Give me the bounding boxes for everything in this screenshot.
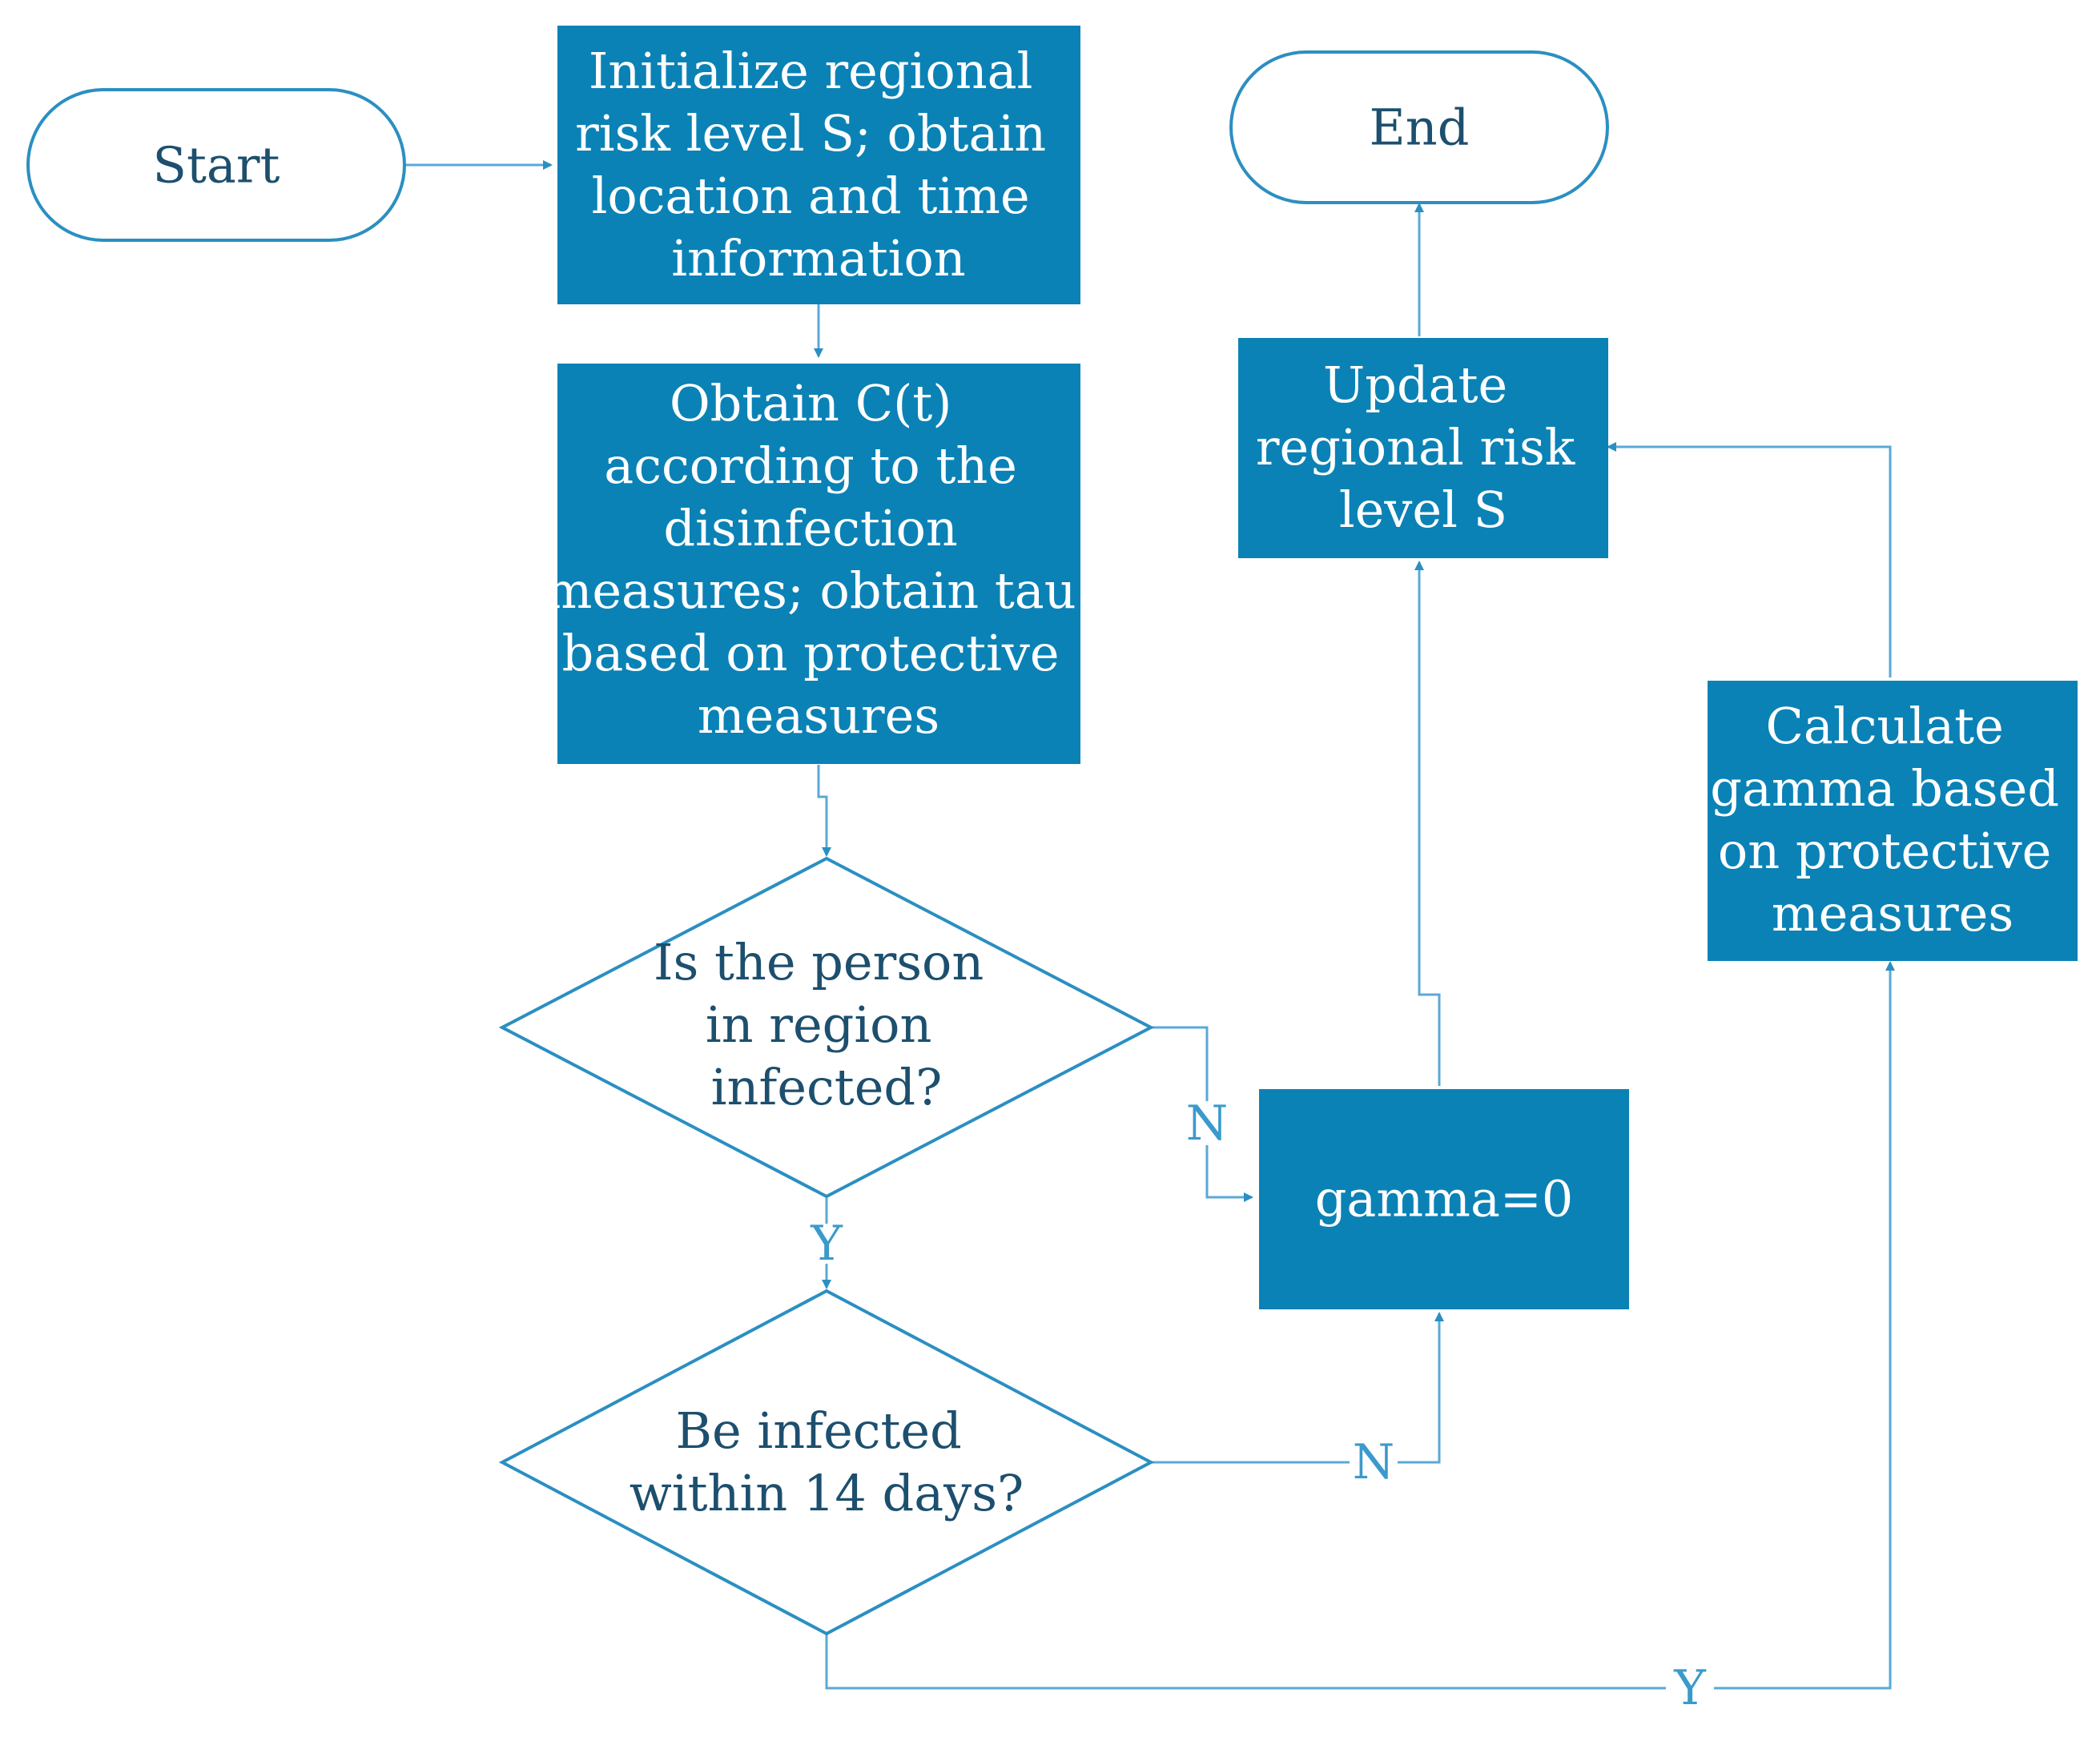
gamma0-label: gamma=0 bbox=[1315, 1170, 1574, 1228]
node-start: Start bbox=[26, 88, 406, 242]
calc-process-box bbox=[1708, 681, 2078, 961]
obtain-line: disinfection bbox=[663, 499, 957, 557]
init-line: risk level S; obtain bbox=[575, 104, 1046, 163]
init-line: information bbox=[671, 229, 965, 287]
calc-line: measures bbox=[1772, 884, 2014, 943]
start-label: Start bbox=[153, 136, 280, 195]
edge-within14-yes-to-calc bbox=[825, 1634, 1666, 1690]
end-terminal-shape bbox=[1229, 50, 1609, 204]
edge-within14-no-to-gamma0-b bbox=[1398, 1312, 1444, 1464]
obtain-line: measures; obtain tau bbox=[545, 561, 1076, 620]
infected-line: infected? bbox=[711, 1058, 943, 1116]
obtain-line: measures bbox=[698, 686, 939, 745]
infected-label: Is the person in region infected? bbox=[654, 933, 1000, 1116]
init-label: Initialize regional risk level S; obtain… bbox=[575, 42, 1062, 287]
branch-label-within14-yes: Y bbox=[1673, 1660, 1707, 1716]
calc-line: gamma based bbox=[1710, 759, 2059, 818]
calc-line: on protective bbox=[1718, 822, 2051, 880]
obtain-line: Obtain C(t) bbox=[670, 374, 952, 432]
edge-gamma0-to-update bbox=[1414, 561, 1441, 1086]
node-gamma0: gamma=0 bbox=[1259, 1089, 1629, 1309]
node-end: End bbox=[1229, 50, 1609, 204]
connectors bbox=[404, 160, 1895, 1690]
within14-line: Be infected bbox=[675, 1401, 961, 1460]
branch-label-within14-no: N bbox=[1353, 1434, 1395, 1490]
calc-line: Calculate bbox=[1765, 697, 2003, 755]
infected-line: in region bbox=[706, 995, 932, 1054]
update-label: Update regional risk level S bbox=[1256, 356, 1591, 539]
node-obtain: Obtain C(t) according to the disinfectio… bbox=[545, 364, 1092, 764]
node-infected: Is the person in region infected? bbox=[498, 856, 1155, 1199]
within14-label: Be infected within 14 days? bbox=[630, 1401, 1024, 1522]
branch-label-infected-yes: Y bbox=[810, 1216, 843, 1272]
edge-calc-to-update bbox=[1607, 442, 1892, 677]
infected-decision-shape bbox=[498, 856, 1155, 1199]
gamma0-process-box bbox=[1259, 1089, 1629, 1309]
update-line: Update bbox=[1323, 356, 1507, 414]
obtain-line: according to the bbox=[604, 436, 1017, 495]
node-update: Update regional risk level S bbox=[1238, 338, 1608, 558]
init-line: location and time bbox=[592, 167, 1030, 225]
edge-obtain-to-infected bbox=[817, 765, 831, 857]
branch-label-infected-no: N bbox=[1186, 1096, 1229, 1152]
obtain-process-box bbox=[557, 364, 1080, 764]
end-label: End bbox=[1370, 99, 1470, 157]
node-calc: Calculate gamma based on protective meas… bbox=[1708, 681, 2078, 961]
obtain-label: Obtain C(t) according to the disinfectio… bbox=[545, 374, 1092, 745]
update-line: regional risk bbox=[1256, 418, 1575, 476]
update-line: level S bbox=[1339, 480, 1507, 539]
update-process-box bbox=[1238, 338, 1608, 558]
node-within14: Be infected within 14 days? bbox=[498, 1289, 1155, 1636]
start-terminal-shape bbox=[26, 88, 406, 242]
init-process-box bbox=[557, 26, 1080, 304]
edge-within14-yes-to-calc-b bbox=[1714, 961, 1895, 1690]
node-init: Initialize regional risk level S; obtain… bbox=[557, 26, 1080, 304]
infected-line: Is the person bbox=[654, 933, 984, 991]
init-line: Initialize regional bbox=[589, 42, 1033, 100]
edge-infected-no-to-gamma0 bbox=[1151, 1026, 1209, 1101]
calc-label: Calculate gamma based on protective meas… bbox=[1710, 697, 2074, 943]
edge-infected-no-to-gamma0-b bbox=[1205, 1145, 1253, 1202]
within14-line: within 14 days? bbox=[630, 1464, 1024, 1522]
within14-decision-shape bbox=[498, 1289, 1155, 1636]
obtain-line: based on protective bbox=[562, 624, 1060, 682]
